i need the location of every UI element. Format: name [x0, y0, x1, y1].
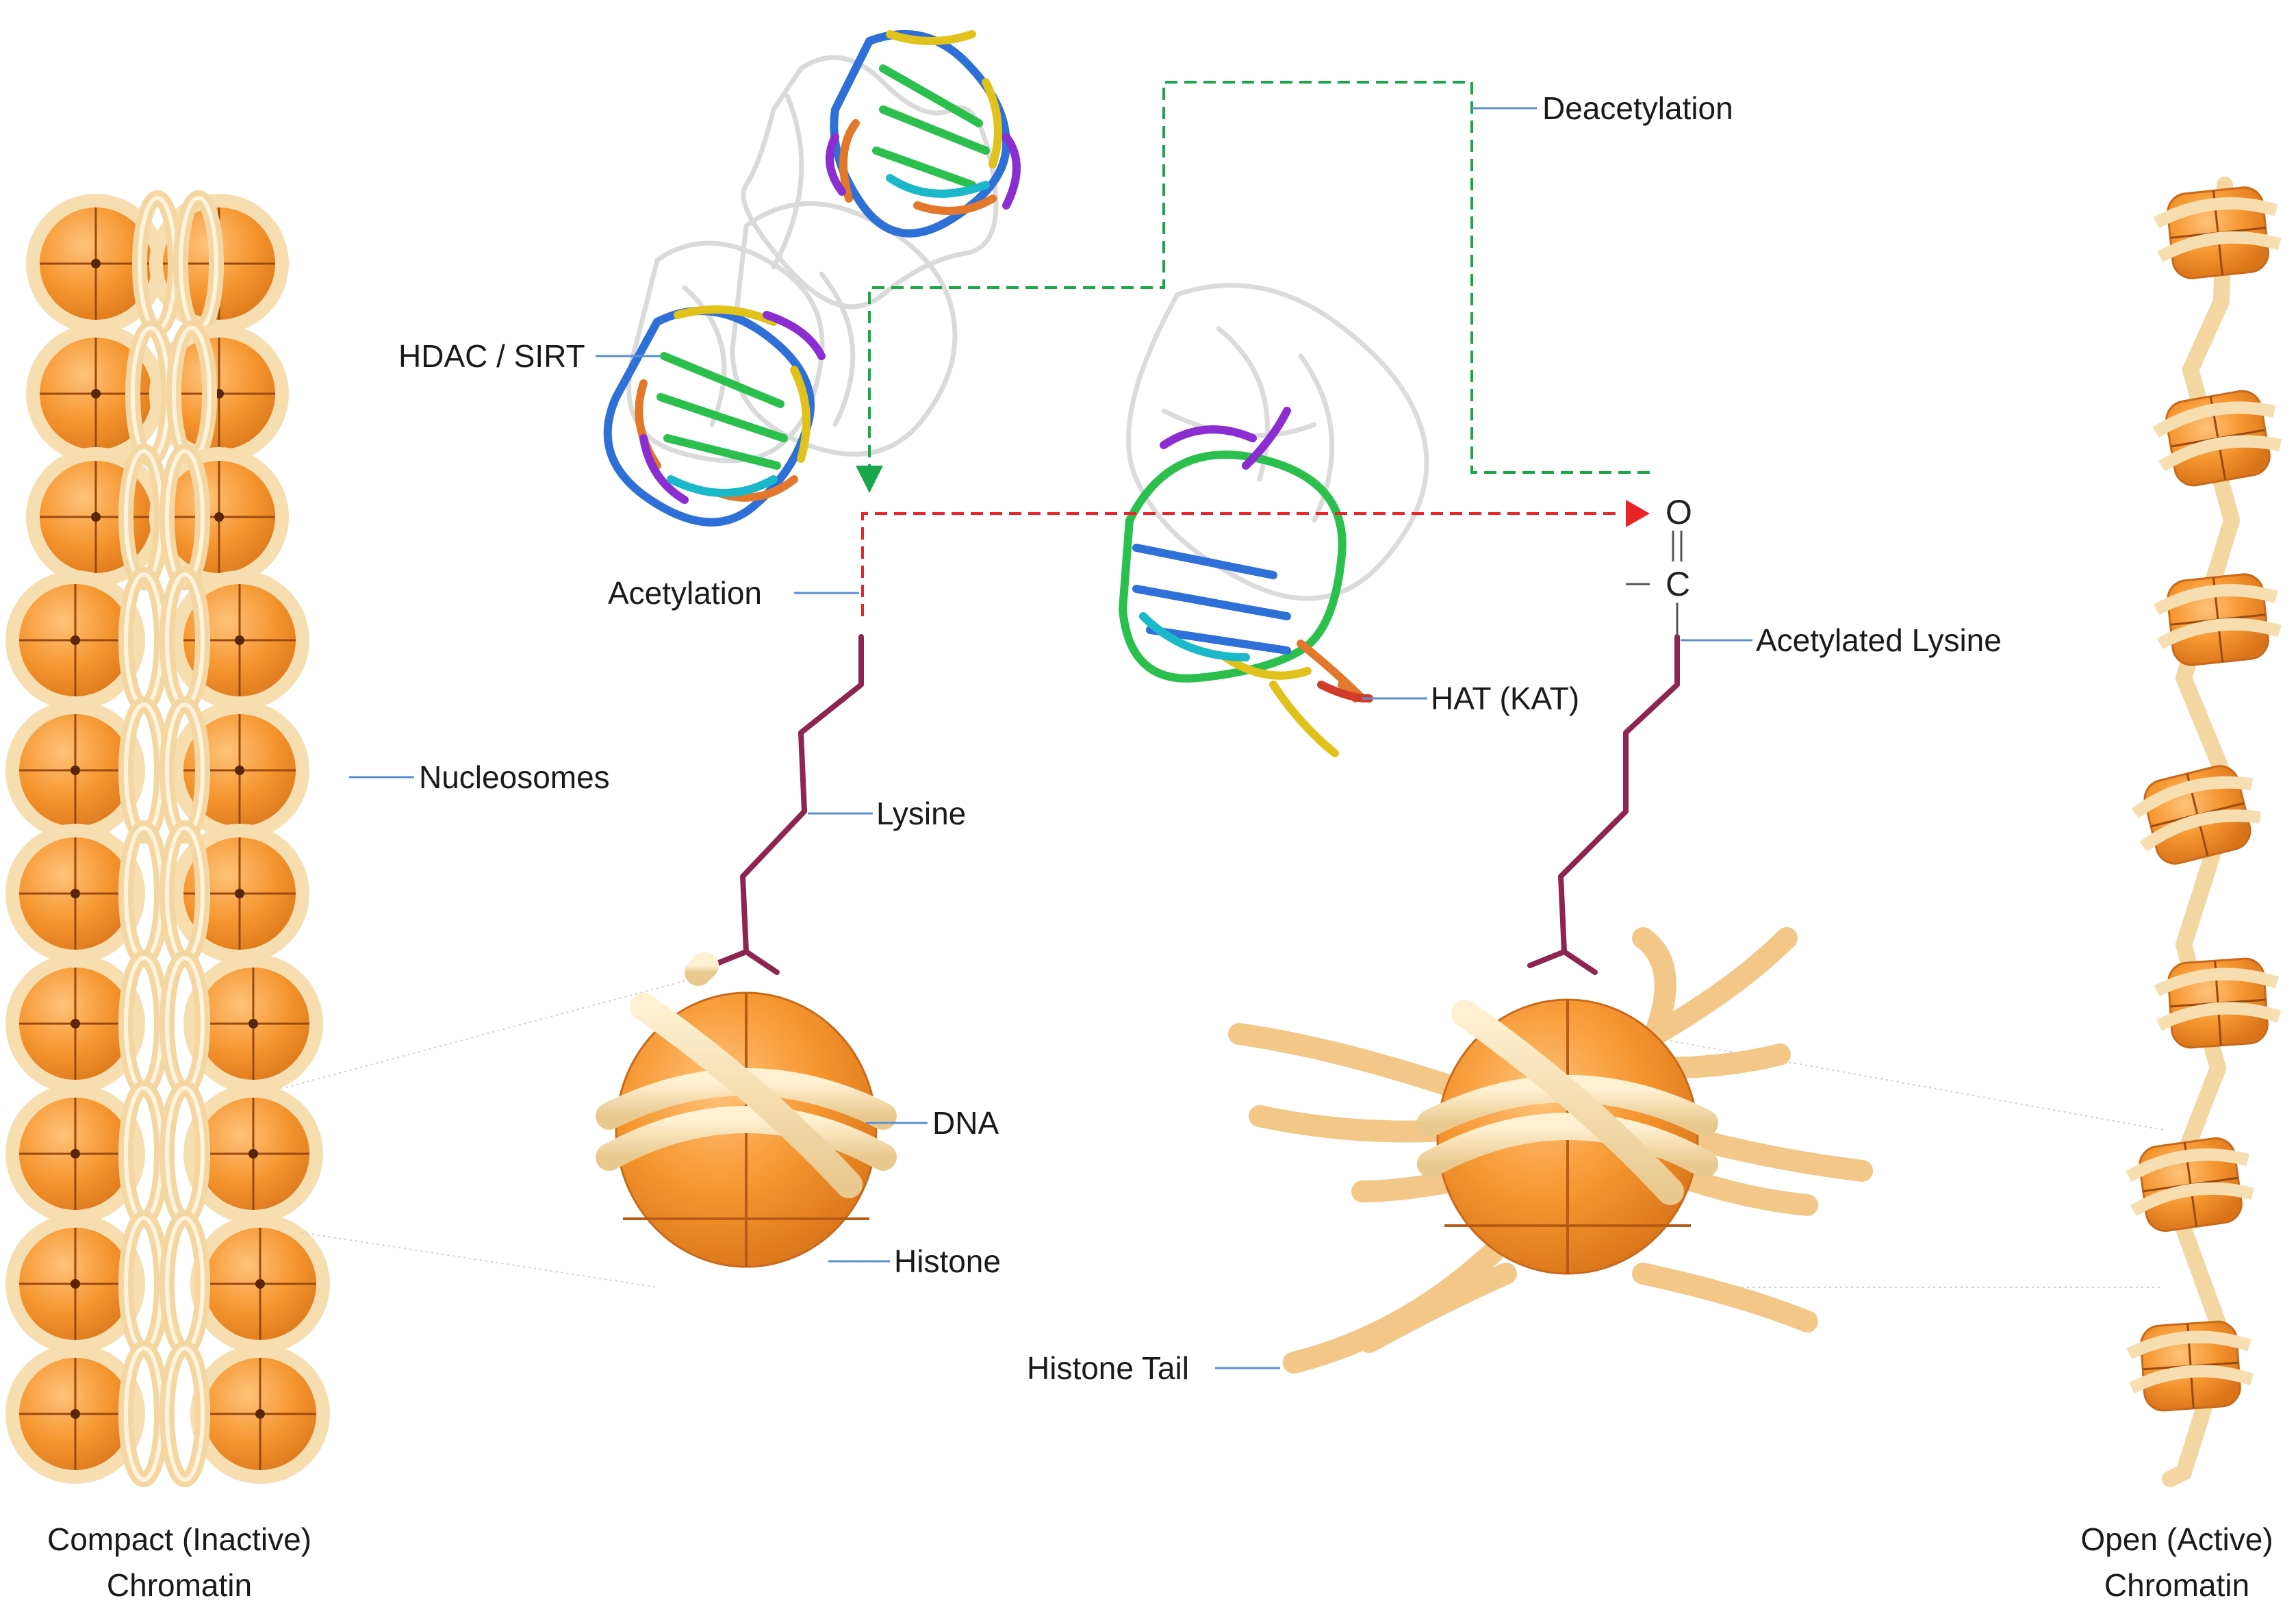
open-chromatin-caption: Open (Active) Chromatin	[2033, 1517, 2296, 1608]
open-caption-line1: Open (Active)	[2080, 1521, 2273, 1557]
oxygen-atom: O	[1666, 493, 1692, 531]
histone-label: Histone	[894, 1243, 1001, 1279]
open-nucleosome	[2154, 184, 2282, 281]
compact-nucleosome-row	[12, 1348, 323, 1480]
compact-nucleosome-row	[12, 1088, 316, 1219]
acetylation-path	[861, 512, 1622, 616]
open-nucleosome	[2128, 1319, 2254, 1413]
zoom-guide-lines	[280, 978, 2164, 1288]
acetylated-lysine-label: Acetylated Lysine	[1756, 622, 2002, 658]
compact-nucleosome-row	[12, 574, 303, 706]
compact-nucleosome-row	[33, 328, 282, 459]
carbon-atom: C	[1666, 565, 1691, 603]
histone-tail-label: Histone Tail	[1027, 1350, 1189, 1386]
open-nucleosome	[2152, 386, 2285, 491]
deacetylation-label: Deacetylation	[1542, 90, 1733, 126]
zoomed-nucleosome-right	[1228, 927, 1873, 1374]
compact-caption-line2: Chromatin	[106, 1567, 253, 1603]
compact-nucleosome-row	[33, 451, 282, 583]
compact-nucleosome-row	[33, 198, 282, 329]
hat-enzyme-structure	[1118, 283, 1429, 757]
lysine-chain-left	[709, 634, 864, 975]
open-chromatin	[2125, 177, 2285, 1487]
hdac-sirt-label: HDAC / SIRT	[398, 338, 585, 374]
hat-kat-label: HAT (KAT)	[1431, 681, 1580, 716]
histone-tails	[1228, 927, 1873, 1374]
open-nucleosome	[2154, 571, 2282, 668]
lysine-label: Lysine	[876, 796, 967, 831]
zoomed-nucleosome-left	[596, 952, 897, 1268]
dna-label: DNA	[932, 1105, 999, 1141]
deacetylation-arrowhead	[856, 466, 883, 493]
compact-nucleosome-row	[12, 828, 303, 959]
open-nucleosome	[2129, 759, 2267, 871]
open-caption-line2: Chromatin	[2104, 1567, 2250, 1603]
open-nucleosome	[2155, 957, 2281, 1050]
acetylation-arrowhead	[1626, 500, 1650, 527]
lysine-chain-right	[1527, 634, 1680, 975]
compact-chromatin	[12, 198, 323, 1480]
compact-chromatin-caption: Compact (Inactive) Chromatin	[36, 1517, 323, 1608]
deacetylation-path	[868, 81, 1650, 474]
acetylation-label: Acetylation	[608, 575, 763, 611]
open-nucleosome	[2125, 1134, 2256, 1235]
compact-nucleosome-row	[12, 705, 303, 836]
compact-nucleosome-row	[12, 958, 316, 1089]
hdac-enzyme-structure	[603, 30, 1021, 527]
compact-caption-line1: Compact (Inactive)	[47, 1521, 311, 1557]
leader-lines	[349, 107, 1752, 1369]
nucleosomes-label: Nucleosomes	[419, 759, 610, 795]
compact-nucleosome-row	[12, 1218, 323, 1350]
